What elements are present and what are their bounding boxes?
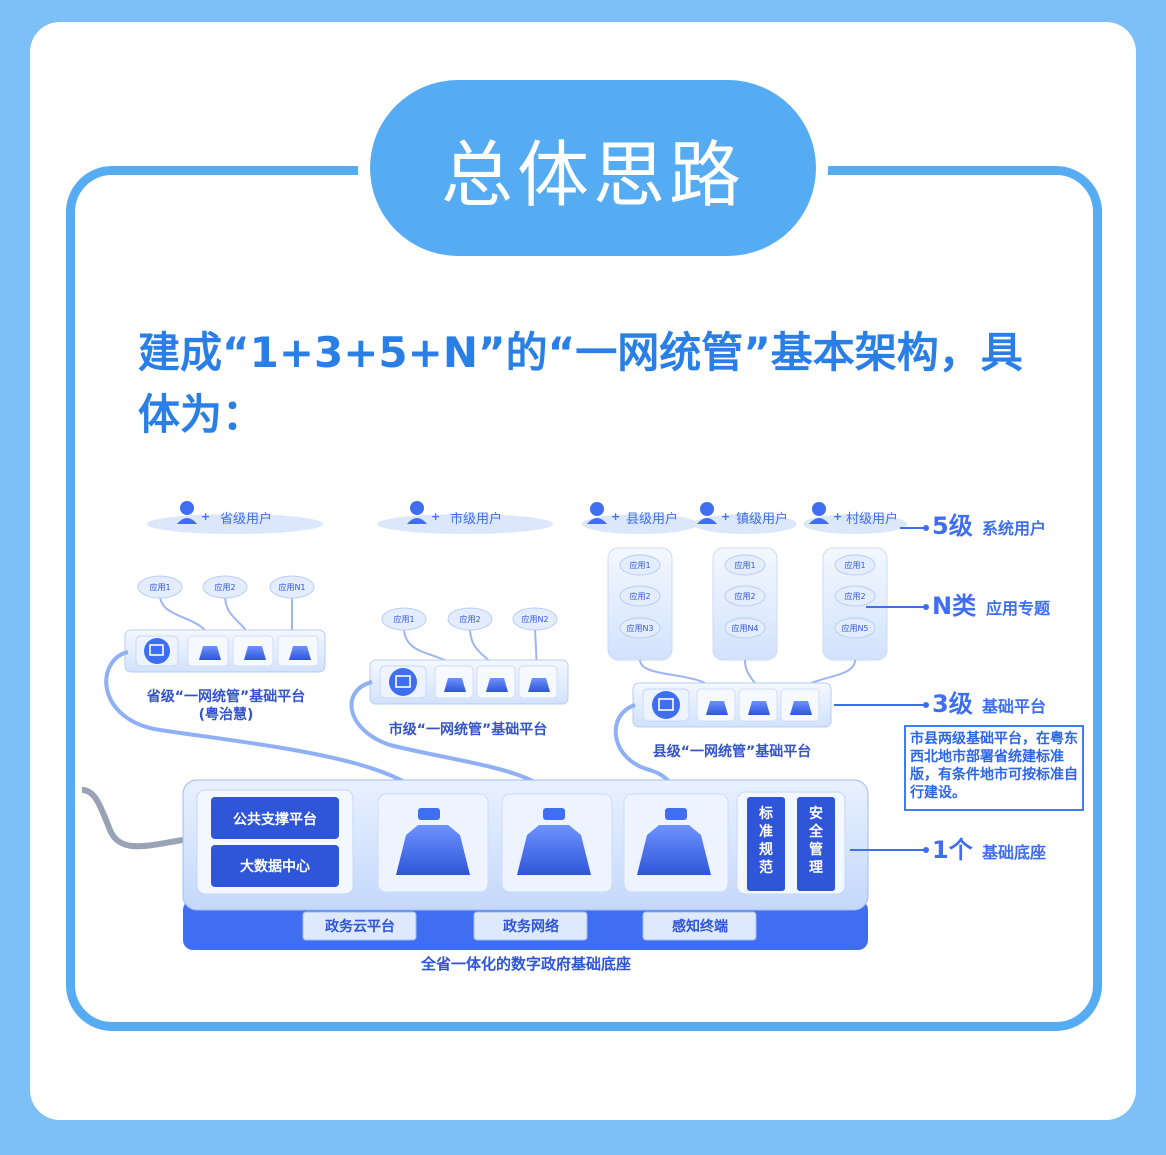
platform-sublabel: (粤治慧)	[199, 706, 254, 723]
base-box-label: 公共支撑平台	[233, 811, 317, 828]
legend-num: 1个	[932, 836, 974, 864]
legend-text: 基础底座	[981, 843, 1046, 862]
user-county: + 县级用户	[582, 502, 698, 534]
user-label: 镇级用户	[736, 511, 788, 527]
platform-label: 省级“一网统管”基础平台	[146, 688, 305, 705]
svg-text:+: +	[611, 510, 620, 523]
legend: 5级 系统用户 N类 应用专题 3级 基础平台 1个 基础底座	[834, 512, 1051, 864]
note-box: 市县两级基础平台，在粤东西北地市部署省统建标准版，有条件地市可按标准自行建设。	[904, 725, 1084, 811]
legend-num: N类	[932, 592, 977, 620]
apps-province: 应用1 应用2 应用N1	[137, 575, 315, 641]
user-label: 县级用户	[626, 511, 678, 527]
cable-province	[104, 650, 432, 811]
user-city: + 市级用户	[377, 501, 553, 534]
user-label: 村级用户	[846, 511, 898, 527]
app-label: 应用1	[734, 560, 755, 570]
user-label: 市级用户	[450, 511, 502, 527]
plug-icon	[396, 825, 470, 875]
base-vertical-label-security: 安全管理	[808, 805, 824, 876]
app-label: 应用1	[149, 582, 170, 592]
user-label: 省级用户	[220, 511, 272, 527]
platform-icon	[149, 644, 164, 656]
base-vertical-label-standards: 标准规范	[758, 805, 773, 876]
app-label: 应用1	[844, 560, 865, 570]
platform-label: 市级“一网统管”基础平台	[389, 721, 547, 738]
app-label: 应用N1	[278, 582, 305, 592]
app-label: 应用1	[393, 614, 414, 624]
user-icon	[812, 502, 826, 516]
app-label: 应用2	[734, 591, 755, 601]
platform-label: 县级“一网统管”基础平台	[653, 743, 811, 760]
base-tab: 政务网络	[503, 918, 559, 935]
app-label: 应用1	[629, 560, 650, 570]
user-icon	[410, 501, 424, 515]
title-pill: 总体思路	[370, 80, 816, 256]
svg-text:+: +	[721, 510, 730, 523]
plug-icon	[517, 825, 591, 875]
app-label: 应用N3	[626, 623, 653, 633]
app-label: 应用N2	[521, 614, 548, 624]
user-town: + 镇级用户	[693, 502, 797, 534]
subtitle: 建成“1+3+5+N”的“一网统管”基本架构，具体为：	[138, 328, 1023, 439]
app-label: 应用2	[844, 591, 865, 601]
legend-text: 系统用户	[982, 519, 1046, 538]
platform-icon	[658, 698, 674, 711]
legend-text: 应用专题	[986, 599, 1051, 618]
app-label: 应用2	[214, 582, 235, 592]
app-label: 应用2	[459, 614, 480, 624]
base-box-label: 大数据中心	[240, 858, 310, 875]
legend-text: 基础平台	[981, 697, 1046, 716]
legend-num: 3级	[932, 690, 973, 718]
base-caption: 全省一体化的数字政府基础底座	[420, 955, 631, 973]
base-tab: 政务云平台	[325, 918, 395, 935]
user-village: + 村级用户	[803, 502, 907, 534]
app-label: 应用N5	[841, 623, 868, 633]
platform-province: 省级“一网统管”基础平台 (粤治慧)	[124, 629, 326, 723]
user-icon	[700, 502, 714, 516]
user-icon	[180, 501, 194, 515]
app-label: 应用N4	[731, 623, 758, 633]
user-icon	[590, 502, 604, 516]
base-tab: 感知终端	[672, 918, 728, 935]
legend-num: 5级	[932, 512, 973, 540]
svg-text:+: +	[201, 510, 210, 523]
page-title: 总体思路	[440, 132, 745, 217]
app-strip-town: 应用1 应用2 应用N4	[712, 547, 778, 661]
app-label: 应用2	[629, 591, 650, 601]
base-power-cord	[81, 787, 184, 850]
plug-icon	[637, 825, 711, 875]
svg-text:+: +	[833, 510, 842, 523]
platform-icon	[395, 675, 411, 688]
app-strip-village: 应用1 应用2 应用N5	[822, 547, 888, 661]
user-province: + 省级用户	[147, 501, 323, 534]
platform-city: 市级“一网统管”基础平台	[369, 659, 569, 738]
app-strip-county: 应用1 应用2 应用N3	[607, 547, 673, 661]
base-platform: 公共支撑平台 大数据中心 标准规范 安全管理 政务云平台 政务网络 感知终端 全…	[182, 779, 869, 973]
platform-county: 县级“一网统管”基础平台	[632, 682, 832, 760]
svg-text:+: +	[431, 510, 440, 523]
